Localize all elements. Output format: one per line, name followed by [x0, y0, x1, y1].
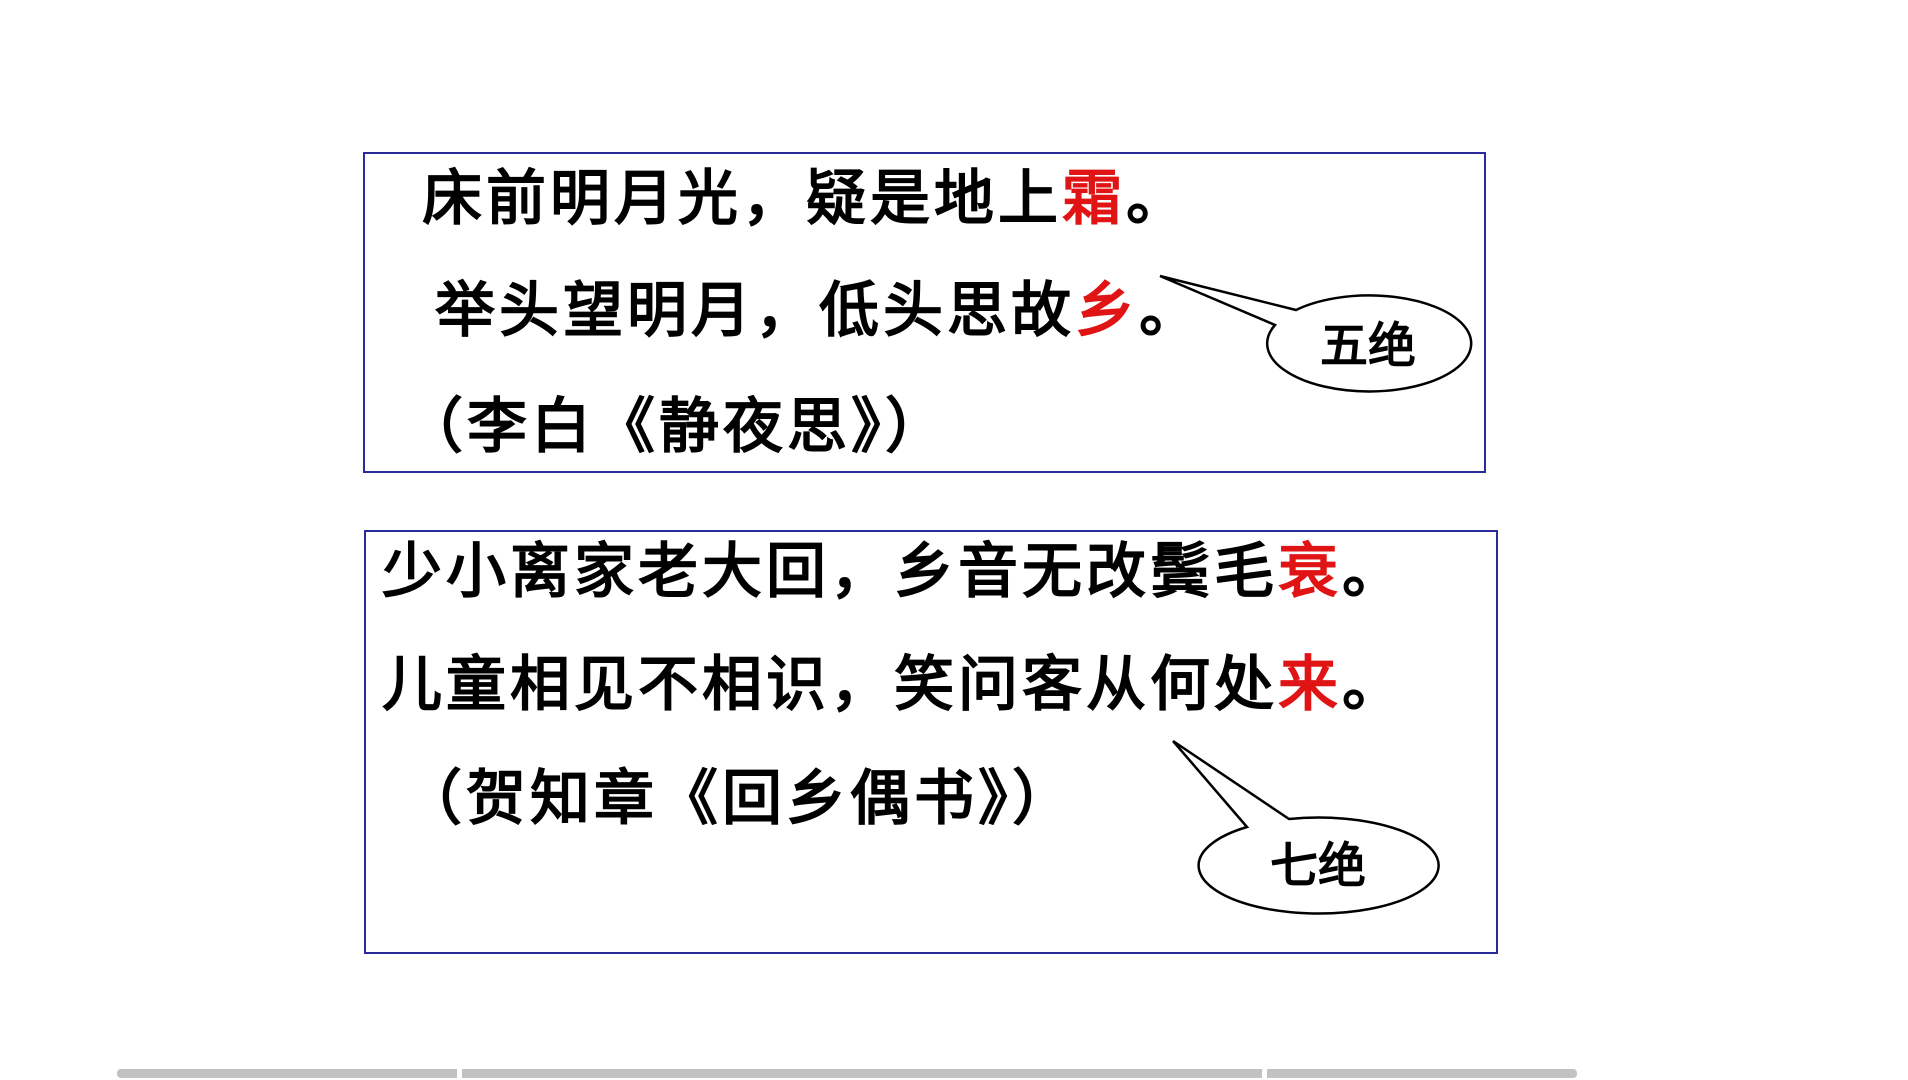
progress-bar-segment[interactable]: [117, 1069, 457, 1078]
line-text: 举头望明月，低头思故: [435, 276, 1075, 346]
line-end-punct: 。: [1342, 537, 1406, 607]
poem-line: 举头望明月，低头思故乡。: [435, 276, 1203, 346]
poem-line: 儿童相见不相识，笑问客从何处来。: [382, 650, 1406, 720]
rhyme-char-highlight: 霜: [1062, 164, 1126, 234]
callout-label-qijue: 七绝: [1270, 838, 1367, 894]
rhyme-char-highlight: 衰: [1278, 537, 1342, 607]
line-text: 少小离家老大回，乡音无改鬓毛: [382, 537, 1278, 607]
poem-line: 少小离家老大回，乡音无改鬓毛衰。: [382, 537, 1406, 607]
progress-bar-segment[interactable]: [1267, 1069, 1577, 1078]
poem-line: 床前明月光，疑是地上霜。: [422, 164, 1190, 234]
poem-citation: （李白《静夜思》）: [403, 392, 949, 462]
rhyme-char-highlight: 来: [1278, 650, 1342, 720]
line-text: 床前明月光，疑是地上: [422, 164, 1062, 234]
line-text: 儿童相见不相识，笑问客从何处: [382, 650, 1278, 720]
progress-bar-segment[interactable]: [462, 1069, 1262, 1078]
line-end-punct: 。: [1139, 276, 1203, 346]
rhyme-char-highlight: 乡: [1075, 276, 1139, 346]
poem-citation: （贺知章《回乡偶书》）: [402, 764, 1076, 834]
poem-box-jingyesi: 床前明月光，疑是地上霜。 举头望明月，低头思故乡。 （李白《静夜思》）: [363, 152, 1486, 473]
line-end-punct: 。: [1342, 650, 1406, 720]
callout-label-wujue: 五绝: [1320, 318, 1417, 374]
line-end-punct: 。: [1126, 164, 1190, 234]
